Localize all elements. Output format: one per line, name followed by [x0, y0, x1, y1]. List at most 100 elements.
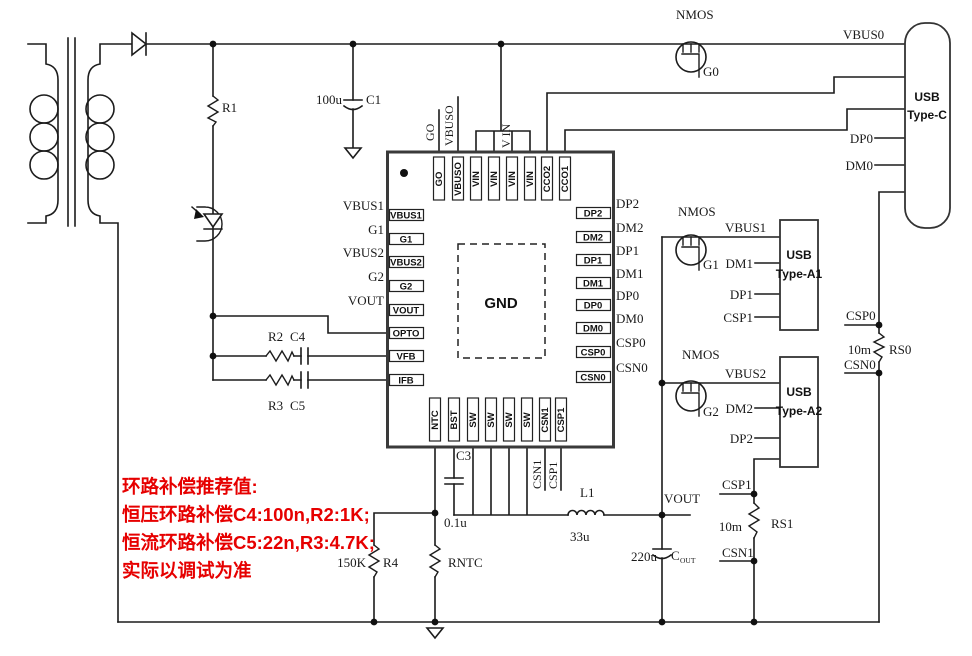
ic-pin-dp1: DP1 [584, 256, 603, 267]
a1-dp1-label: DP1 [730, 287, 753, 302]
nmos-g2 [675, 380, 707, 417]
ic-pin-vbus1: VBUS1 [390, 211, 422, 222]
a1-csp1-label: CSP1 [723, 310, 753, 325]
r4-value: 150K [337, 555, 367, 570]
usb-type-c-connector: USB Type-C [904, 22, 951, 229]
typec-dm0-label: DM0 [846, 158, 873, 173]
dm2-stub-label: DM2 [616, 220, 643, 235]
r2-ref: R2 [268, 329, 283, 344]
ic-pin-opto: OPTO [393, 329, 420, 340]
go-net-label: GO [423, 123, 437, 141]
csn0-stub-label: CSN0 [616, 360, 648, 375]
resistor-r2 [265, 349, 295, 363]
type-a2-label-line2: Type-A2 [776, 404, 823, 418]
vbus2-net-label: VBUS2 [725, 366, 766, 381]
vbuso-net-label: VBUSO [442, 105, 456, 146]
ic-pin-dm0: DM0 [583, 324, 603, 335]
junction-dots [209, 40, 883, 626]
inductor-l1 [567, 509, 605, 516]
ic-pin-vin-1: VIN [471, 171, 482, 187]
resistor-r4 [367, 544, 381, 578]
usb-type-a2-connector: USB Type-A2 [776, 356, 823, 468]
r1-ref: R1 [222, 100, 237, 115]
ic-pin-bst: BST [449, 410, 460, 429]
typec-dp0-label: DP0 [850, 131, 873, 146]
ic-pin-vfb: VFB [397, 352, 416, 363]
l1-value: 33u [570, 529, 590, 544]
csn1-net-label: CSN1 [722, 545, 754, 560]
resistor-rntc [428, 544, 442, 578]
c1-value: 100u [316, 92, 343, 107]
capacitor-c4 [300, 347, 309, 365]
type-a2-label-line1: USB [786, 385, 812, 399]
capacitor-c5 [300, 371, 309, 389]
type-c-label-line1: USB [914, 90, 940, 104]
csp1-stub-label: CSP1 [546, 462, 560, 489]
cout-ref-main: C [671, 548, 680, 563]
c3-ref: C3 [456, 448, 471, 463]
a2-dm2-label: DM2 [726, 401, 753, 416]
capacitor-c3 [444, 477, 464, 485]
ic-pin-g2: G2 [400, 282, 413, 293]
ic-pad-label: GND [484, 295, 518, 312]
main-ic: GND GO VBUSO VIN VIN VIN VIN CCO2 CCO1 V… [386, 150, 615, 449]
g2-gate-label: G2 [703, 404, 719, 419]
capacitor-c1 [342, 99, 364, 160]
g1-gate-label: G1 [703, 257, 719, 272]
note-line-4: 实际以调试为准 [122, 560, 252, 581]
csp0-net-label: CSP0 [846, 308, 876, 323]
ic-thermal-pad [457, 243, 546, 359]
ic-pin-dm2: DM2 [583, 233, 603, 244]
c1-ref: C1 [366, 92, 381, 107]
ic-pin-vbuso: VBUSO [453, 162, 464, 196]
vout-net-label: VOUT [664, 491, 700, 506]
c4-ref: C4 [290, 329, 306, 344]
ic-pin-go: GO [434, 172, 445, 187]
g1-stub-label: G1 [368, 222, 384, 237]
dp1-stub-label: DP1 [616, 243, 639, 258]
csn0-net-label: CSN0 [844, 357, 876, 372]
type-a1-label-line1: USB [786, 248, 812, 262]
nmos0-label: NMOS [676, 7, 714, 22]
labels: NMOS VBUS0 G0 100u C1 R1 GO VBUSO V IN D… [222, 7, 911, 570]
dp0-stub-label: DP0 [616, 288, 639, 303]
ic-pin-vout: VOUT [393, 306, 420, 317]
ic-pin-g1: G1 [400, 235, 413, 246]
l1-ref: L1 [580, 485, 594, 500]
nmos-g0 [675, 41, 707, 78]
ic-pin-cco2: CCO2 [542, 166, 553, 192]
ic-pin-csn0: CSN0 [580, 373, 605, 384]
vout-stub-label: VOUT [348, 293, 384, 308]
vin-net-label: V IN [499, 124, 513, 148]
ic-pin-dp0: DP0 [584, 301, 602, 312]
transformer [29, 94, 115, 180]
nmos2-label: NMOS [682, 347, 720, 362]
csp0-stub-label: CSP0 [616, 335, 646, 350]
capacitor-cout [651, 548, 673, 560]
pin1-marker [400, 169, 408, 177]
ic-pin-vin-2: VIN [489, 171, 500, 187]
note-line-1: 环路补偿推荐值: [122, 476, 258, 497]
resistor-rs0 [872, 332, 886, 363]
ic-pin-vin-4: VIN [525, 171, 536, 187]
dp2-stub-label: DP2 [616, 196, 639, 211]
ic-pin-sw-4: SW [522, 412, 533, 427]
vbus1-stub-label: VBUS1 [343, 198, 384, 213]
ic-pin-vbus2: VBUS2 [390, 258, 422, 269]
usb-type-a1-connector: USB Type-A1 [776, 219, 823, 331]
a1-dm1-label: DM1 [726, 256, 753, 271]
vbus2-stub-label: VBUS2 [343, 245, 384, 260]
optocoupler [191, 206, 224, 242]
cout-value: 220u [631, 549, 658, 564]
ic-pin-dm1: DM1 [583, 279, 604, 290]
g0-gate-label: G0 [703, 64, 719, 79]
vbus0-net-label: VBUS0 [843, 27, 884, 42]
rs1-ref: RS1 [771, 516, 793, 531]
ic-pin-cco1: CCO1 [560, 165, 571, 192]
a2-dp2-label: DP2 [730, 431, 753, 446]
r3-ref: R3 [268, 398, 283, 413]
c3-value: 0.1u [444, 515, 467, 530]
rntc-ref: RNTC [448, 555, 483, 570]
nmos1-label: NMOS [678, 204, 716, 219]
